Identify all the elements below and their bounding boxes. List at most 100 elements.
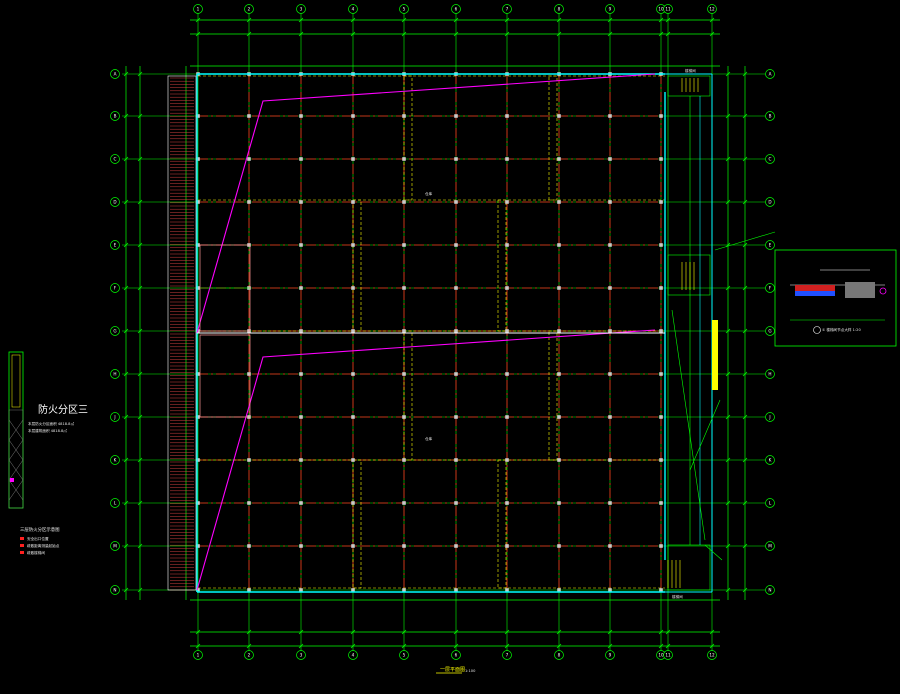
legend-item-3: 疏散楼梯间 <box>27 550 45 555</box>
axis-bubble-right-4: D <box>765 197 775 207</box>
axis-bubble-top-8-label: 8 <box>558 7 561 12</box>
column-11 <box>196 501 200 505</box>
column-120 <box>659 157 663 161</box>
axis-bubble-bottom-7: 7 <box>502 650 512 660</box>
column-39 <box>299 588 303 592</box>
axis-bubble-top-7: 7 <box>502 4 512 14</box>
axis-bubble-bottom-12-label: 12 <box>709 653 715 658</box>
axis-bubble-top-3: 3 <box>296 4 306 14</box>
axis-bubble-top-4-label: 4 <box>352 7 355 12</box>
axis-bubble-top-2: 2 <box>244 4 254 14</box>
axis-bubble-left-9-label: J <box>113 415 115 420</box>
axis-bubble-left-7: G <box>110 326 120 336</box>
axis-bubble-right-10: K <box>765 455 775 465</box>
column-10 <box>196 458 200 462</box>
axis-bubble-bottom-3: 3 <box>296 650 306 660</box>
axis-bubble-left-6: F <box>110 283 120 293</box>
column-113 <box>608 415 612 419</box>
legend-swatch-2 <box>20 544 24 547</box>
column-121 <box>659 200 663 204</box>
axis-bubble-left-1-label: A <box>114 72 117 77</box>
column-102 <box>557 501 561 505</box>
column-68 <box>454 157 458 161</box>
column-75 <box>454 458 458 462</box>
axis-bubble-left-3: C <box>110 154 120 164</box>
zone-column <box>8 351 24 509</box>
column-34 <box>299 372 303 376</box>
axis-bubble-top-9-label: 9 <box>609 7 612 12</box>
axis-bubble-top-1: 1 <box>193 4 203 14</box>
column-23 <box>247 458 251 462</box>
column-17 <box>247 200 251 204</box>
column-126 <box>659 415 663 419</box>
axis-bubble-right-8: H <box>765 369 775 379</box>
column-114 <box>608 458 612 462</box>
column-36 <box>299 458 303 462</box>
column-54 <box>402 114 406 118</box>
stair-label-top: 楼梯间 <box>685 68 696 73</box>
axis-bubble-bottom-1: 1 <box>193 650 203 660</box>
room-label-lower: 仓库 <box>425 436 433 441</box>
column-50 <box>351 501 355 505</box>
column-4 <box>196 200 200 204</box>
column-93 <box>557 114 561 118</box>
axis-bubble-right-6: F <box>765 283 775 293</box>
zone-area-2: 本层建筑面积 4818.8㎡ <box>28 428 67 433</box>
column-81 <box>505 157 509 161</box>
column-100 <box>557 415 561 419</box>
axis-bubble-right-1-label: A <box>769 72 772 77</box>
column-67 <box>454 114 458 118</box>
column-88 <box>505 458 509 462</box>
axis-bubble-left-4-label: D <box>113 200 116 205</box>
column-16 <box>247 157 251 161</box>
axis-bubble-bottom-7-label: 7 <box>506 653 509 658</box>
column-44 <box>351 243 355 247</box>
column-94 <box>557 157 561 161</box>
column-59 <box>402 329 406 333</box>
column-111 <box>608 329 612 333</box>
axis-bubble-bottom-2: 2 <box>244 650 254 660</box>
axis-bubble-bottom-8: 8 <box>554 650 564 660</box>
column-125 <box>659 372 663 376</box>
column-70 <box>454 243 458 247</box>
column-63 <box>402 501 406 505</box>
column-42 <box>351 157 355 161</box>
column-108 <box>608 200 612 204</box>
axis-bubble-right-1: A <box>765 69 775 79</box>
axis-bubble-right-5: E <box>765 240 775 250</box>
axis-bubble-right-10-label: K <box>769 458 772 463</box>
column-109 <box>608 243 612 247</box>
office-box-lower <box>199 334 251 418</box>
axis-bubble-left-2: B <box>110 111 120 121</box>
column-43 <box>351 200 355 204</box>
column-26 <box>247 588 251 592</box>
axis-bubble-left-5: E <box>110 240 120 250</box>
axis-bubble-bottom-9: 9 <box>605 650 615 660</box>
column-78 <box>454 588 458 592</box>
detail-box: ① 楼梯间节点大样 1:20 <box>774 249 897 347</box>
axis-bubble-left-11: L <box>110 498 120 508</box>
axis-bubble-right-5-label: E <box>769 243 772 248</box>
column-46 <box>351 329 355 333</box>
ramp-outline <box>167 75 197 591</box>
axis-bubble-top-6: 6 <box>451 4 461 14</box>
yellow-beam-band-6 <box>548 330 558 461</box>
axis-bubble-right-9-label: J <box>768 415 770 420</box>
axis-bubble-right-3-label: C <box>769 157 772 162</box>
axis-bubble-left-7-label: G <box>113 329 116 334</box>
column-29 <box>299 157 303 161</box>
column-117 <box>608 588 612 592</box>
axis-bubble-left-3-label: C <box>114 157 117 162</box>
column-130 <box>659 588 663 592</box>
axis-bubble-left-5-label: E <box>114 243 117 248</box>
column-48 <box>351 415 355 419</box>
axis-bubble-right-2-label: B <box>769 114 772 119</box>
column-12 <box>196 544 200 548</box>
column-25 <box>247 544 251 548</box>
axis-bubble-left-8-label: H <box>113 372 116 377</box>
axis-bubble-top-11: 11 <box>663 4 673 14</box>
column-123 <box>659 286 663 290</box>
axis-bubble-bottom-8-label: 8 <box>558 653 561 658</box>
axis-bubble-bottom-12: 12 <box>707 650 717 660</box>
